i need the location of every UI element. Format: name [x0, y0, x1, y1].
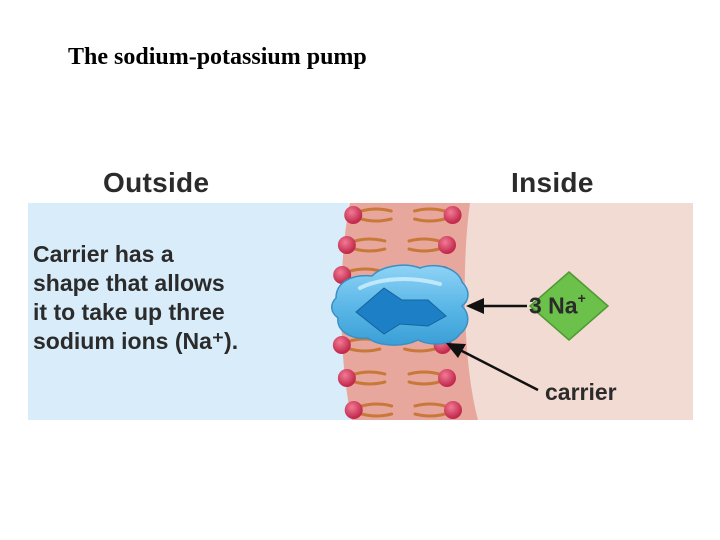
ion-arrow	[466, 298, 527, 314]
lipid-tail	[360, 402, 394, 408]
lipid-tail	[413, 217, 447, 223]
lipid-tail	[359, 217, 393, 223]
carrier-arrow	[446, 343, 539, 392]
description-line: it to take up three	[33, 299, 225, 325]
phospholipid-head	[438, 369, 457, 387]
inside-label: Inside	[511, 167, 594, 198]
description-line: sodium ions (Na⁺).	[33, 328, 239, 354]
phospholipid-head	[443, 206, 462, 224]
ion-charge: +	[577, 290, 586, 306]
lipid-tail	[407, 380, 441, 386]
phospholipid-head	[344, 206, 363, 224]
phospholipid-head	[438, 236, 457, 254]
sodium-ion-diamond	[528, 271, 610, 341]
lipid-tail	[403, 347, 437, 353]
sodium-ion-label: 3 Na+	[529, 290, 586, 320]
carrier-highlight	[358, 277, 442, 290]
lipid-tail	[348, 347, 382, 353]
binding-site	[355, 287, 447, 335]
carrier-description: Carrier has a shape that allows it to ta…	[33, 240, 238, 356]
lipid-tail	[353, 237, 387, 243]
lipid-tail	[360, 412, 394, 418]
lipid-tail	[407, 247, 441, 253]
description-line: Carrier has a	[33, 241, 174, 267]
lipid-tail	[413, 412, 447, 418]
phospholipid-head	[337, 369, 356, 387]
lipid-tail	[353, 247, 387, 253]
outside-fluid	[28, 203, 380, 420]
lipid-tail	[359, 207, 393, 213]
phospholipid-head	[344, 401, 363, 419]
lipid-tail	[413, 402, 447, 408]
lipid-tail	[407, 237, 441, 243]
phospholipid-head	[332, 336, 351, 354]
phospholipid-head	[337, 236, 356, 254]
ion-count: 3 Na	[529, 292, 578, 319]
page-title: The sodium-potassium pump	[68, 44, 367, 70]
lipid-tail	[348, 267, 382, 273]
lipid-tail	[353, 370, 387, 376]
lipid-tail	[353, 380, 387, 386]
description-line: shape that allows	[33, 270, 225, 296]
carrier-label: carrier	[545, 379, 617, 405]
lipid-tail	[413, 207, 447, 213]
phospholipid-head	[443, 401, 462, 419]
lipid-tail	[407, 370, 441, 376]
outside-label: Outside	[103, 167, 210, 198]
